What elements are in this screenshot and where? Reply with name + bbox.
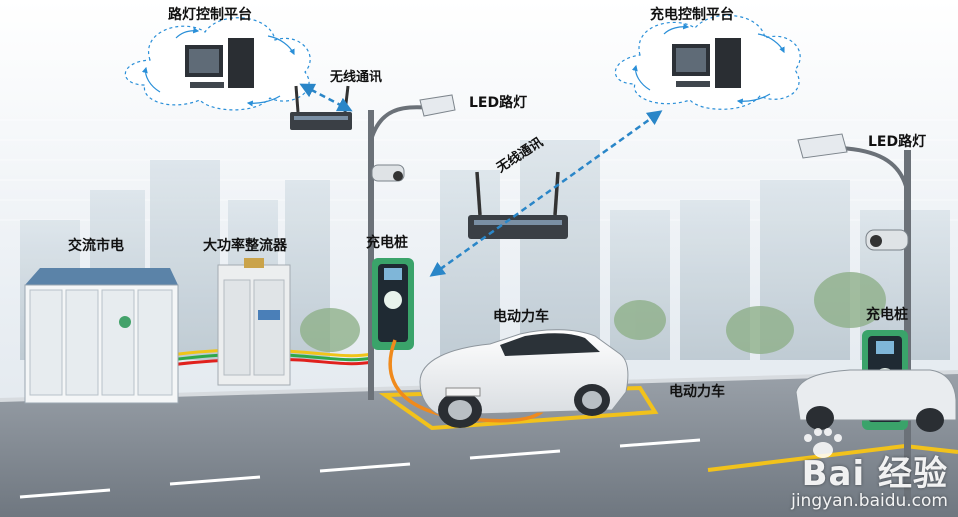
label-charging-pile-1: 充电桩: [366, 235, 408, 251]
label-wireless-top: 无线通讯: [330, 70, 383, 85]
label-ev-1: 电动力车: [493, 309, 549, 325]
watermark-brand: Bai 经验: [801, 454, 948, 494]
rectifier-cabinet: [217, 258, 291, 386]
transformer-box: [24, 268, 179, 404]
label-led-streetlight-1: LED路灯: [469, 95, 528, 111]
watermark: Bai 经验 jingyan.baidu.com: [791, 446, 948, 511]
charging-pile-1: [372, 258, 414, 350]
wireless-link-top: [299, 83, 353, 112]
watermark-site: jingyan.baidu.com: [791, 491, 948, 511]
cloud-streetlight-platform: [124, 17, 311, 111]
wireless-link-mid: [429, 110, 663, 277]
label-ac-mains: 交流市电: [68, 238, 124, 254]
road: [0, 372, 958, 517]
label-ev-2: 电动力车: [669, 384, 725, 400]
cloud-charging-platform: [614, 14, 801, 110]
electric-car-main: [419, 329, 629, 428]
label-rectifier: 大功率整流器: [203, 238, 287, 254]
trees: [300, 272, 886, 354]
background-car-right: [795, 369, 957, 432]
streetlight-2: [797, 133, 911, 500]
label-streetlight-platform: 路灯控制平台: [168, 7, 252, 23]
label-charging-pile-2: 充电桩: [866, 307, 908, 323]
label-charging-platform: 充电控制平台: [650, 7, 734, 23]
lane-markings: [19, 438, 701, 499]
label-led-streetlight-2: LED路灯: [868, 134, 927, 150]
power-cables: [169, 348, 373, 367]
watermark-paw-icon: [804, 428, 842, 458]
